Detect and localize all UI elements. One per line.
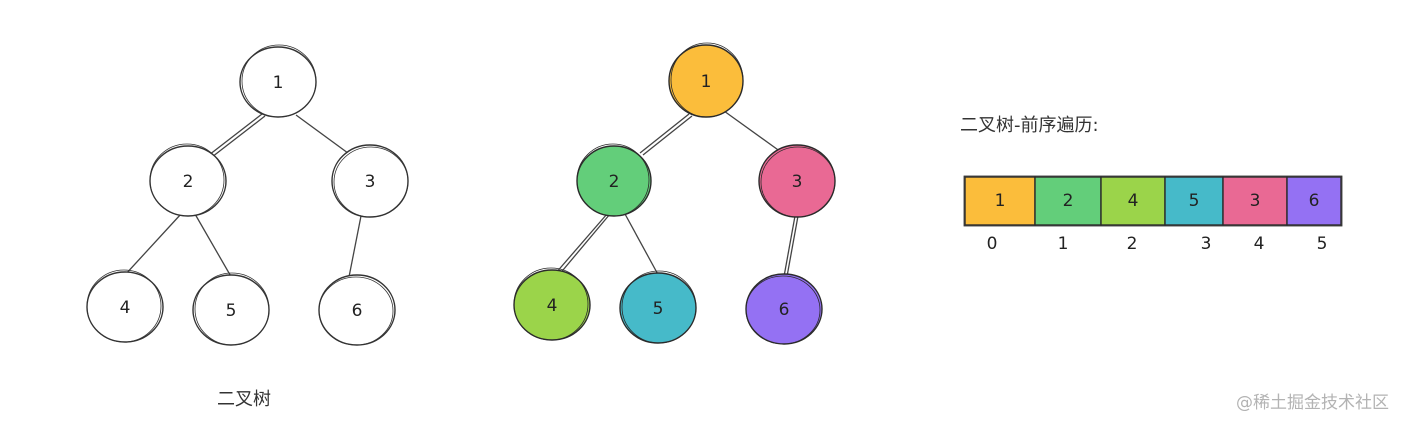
colored-node-4-label: 4 <box>547 296 558 316</box>
plain-node-1-label: 1 <box>273 73 284 93</box>
plain-node-3: 3 <box>331 144 409 218</box>
traversal-cells: 1 2 4 5 3 6 <box>963 175 1343 227</box>
traversal-cell-5-value: 6 <box>1309 191 1320 211</box>
colored-edge-3-6-sketch <box>785 215 799 283</box>
plain-tree-caption: 二叉树 <box>217 389 271 410</box>
colored-edge-3-6 <box>782 215 796 283</box>
traversal-cell-5: 6 <box>1286 176 1342 226</box>
plain-node-2-label: 2 <box>183 172 194 192</box>
traversal-cell-2-value: 4 <box>1128 191 1139 211</box>
plain-node-5: 5 <box>192 272 270 346</box>
traversal-cell-3: 5 <box>1164 176 1224 226</box>
plain-tree: 1 2 3 4 5 <box>86 44 409 410</box>
colored-node-1-label: 1 <box>701 72 712 92</box>
plain-node-4-label: 4 <box>120 298 131 318</box>
colored-node-1: 1 <box>668 42 744 118</box>
edge-2-4 <box>123 213 182 277</box>
colored-edge-1-2-sketch <box>639 113 690 154</box>
edge-1-3 <box>295 114 353 157</box>
plain-node-4: 4 <box>86 269 164 343</box>
plain-tree-nodes: 1 2 3 4 5 <box>86 44 409 346</box>
traversal-outline-sketch <box>963 175 1343 227</box>
traversal-cell-0-value: 1 <box>995 191 1006 211</box>
watermark: @稀土掘金技术社区 <box>1236 393 1389 413</box>
edge-1-2-sketch <box>208 113 263 156</box>
traversal-cell-0: 1 <box>964 176 1036 226</box>
plain-node-3-label: 3 <box>365 172 376 192</box>
traversal-index-5: 5 <box>1317 234 1328 254</box>
colored-tree: 1 2 3 4 5 <box>513 42 836 345</box>
colored-node-5: 5 <box>619 270 697 344</box>
colored-node-4: 4 <box>513 267 591 341</box>
edge-2-5 <box>194 213 234 281</box>
colored-node-5-label: 5 <box>653 299 664 319</box>
colored-node-3-label: 3 <box>792 172 803 192</box>
colored-edge-1-2 <box>642 115 693 156</box>
traversal-index-0: 0 <box>987 234 998 254</box>
plain-tree-edges <box>123 113 362 283</box>
traversal-index-2: 2 <box>1127 234 1138 254</box>
traversal-index-4: 4 <box>1254 234 1265 254</box>
traversal-cell-2: 4 <box>1100 176 1166 226</box>
traversal-indices: 0 1 2 3 4 5 <box>987 234 1328 254</box>
plain-node-1: 1 <box>239 44 317 118</box>
colored-tree-nodes: 1 2 3 4 5 <box>513 42 836 345</box>
colored-tree-edges <box>554 110 799 283</box>
colored-edge-2-5 <box>624 213 662 281</box>
traversal-index-3: 3 <box>1201 234 1212 254</box>
colored-node-6-label: 6 <box>779 300 790 320</box>
plain-node-2: 2 <box>149 143 227 217</box>
plain-node-6-label: 6 <box>352 301 363 321</box>
traversal-cell-1-value: 2 <box>1063 191 1074 211</box>
colored-node-2: 2 <box>576 143 652 217</box>
traversal-cell-1: 2 <box>1034 176 1102 226</box>
traversal-cell-4-value: 3 <box>1250 191 1261 211</box>
traversal-cell-3-value: 5 <box>1189 191 1200 211</box>
colored-node-3: 3 <box>758 144 836 218</box>
traversal-cell-4: 3 <box>1222 176 1288 226</box>
colored-node-2-label: 2 <box>609 172 620 192</box>
traversal-panel: 二叉树-前序遍历: 1 2 4 5 3 <box>960 115 1343 254</box>
colored-edge-2-4-sketch <box>557 213 611 277</box>
traversal-title: 二叉树-前序遍历: <box>960 115 1099 136</box>
edge-3-6 <box>347 215 362 283</box>
colored-edge-1-3 <box>723 110 782 153</box>
colored-edge-2-4 <box>554 213 608 275</box>
plain-node-6: 6 <box>318 274 396 346</box>
colored-node-6: 6 <box>745 273 823 345</box>
traversal-index-1: 1 <box>1058 234 1069 254</box>
edge-1-2 <box>211 115 266 158</box>
plain-node-5-label: 5 <box>226 301 237 321</box>
